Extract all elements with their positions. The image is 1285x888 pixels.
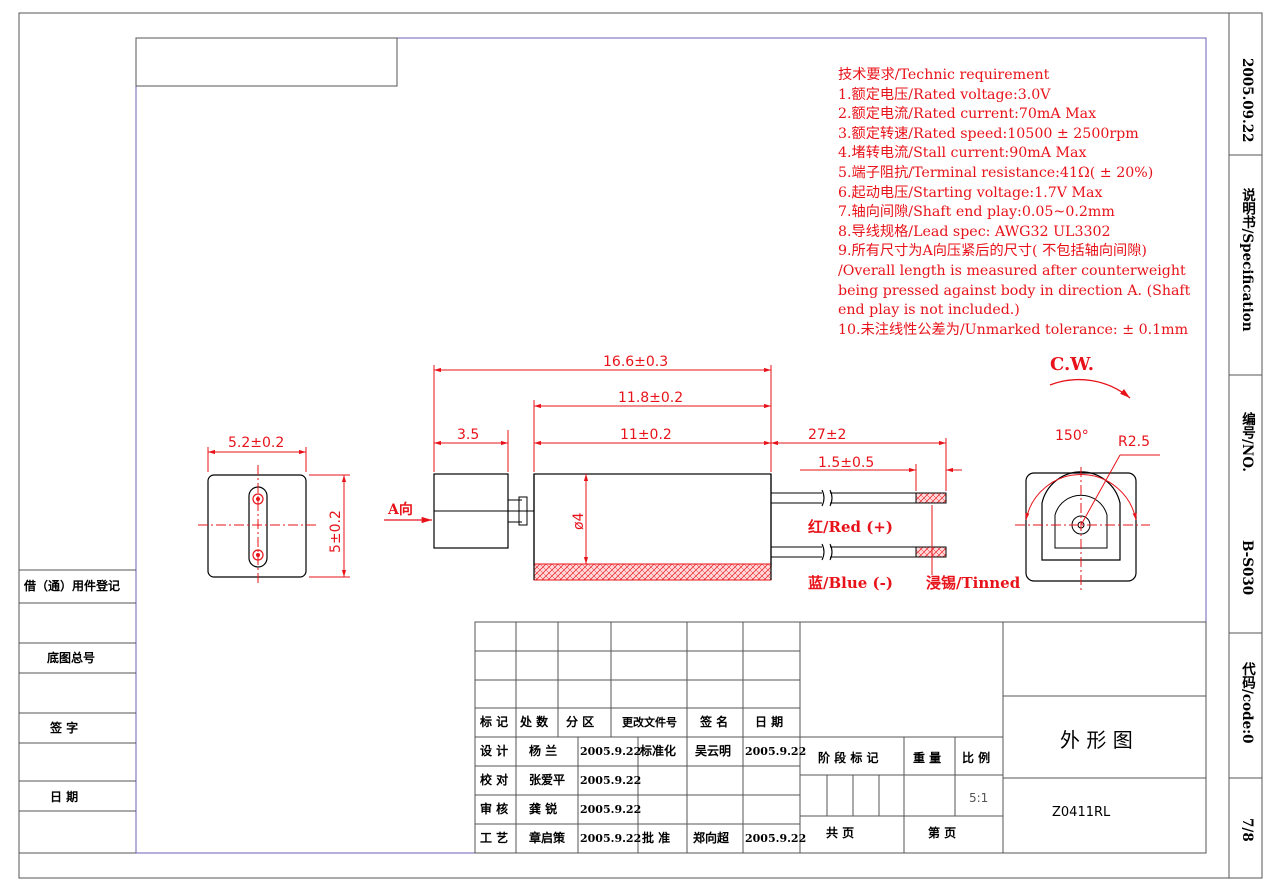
strip-page: 7/8 [1239,818,1255,842]
requirement-item: 8.导线规格/Lead spec: AWG32 UL3302 [838,223,1111,240]
requirement-item: 10.未注线性公差为/Unmarked tolerance: ± 0.1mm [838,321,1189,338]
requirement-item: 4.堵转电流/Stall current:90mA Max [838,145,1087,162]
stage-mark-label: 阶 段 标 记 [818,751,879,765]
drawing-title: 外 形 图 [1060,728,1133,752]
requirement-item: 1.额定电压/Rated voltage:3.0V [838,86,1051,103]
row-date: 2005.9.22 [580,803,642,816]
dim-diameter: ø4 [571,512,587,530]
title-block-grid [474,621,1207,854]
direction-a-label: A向 [388,502,413,518]
requirement-item: 7.轴向间隙/Shaft end play:0.05~0.2mm [838,204,1115,221]
requirement-item: end play is not included.) [838,302,1020,319]
row-name: 龚 锐 [529,802,558,816]
row-date: 2005.9.22 [580,774,642,787]
scale-value: 5:1 [969,791,989,805]
row-name2: 吴云明 [695,744,732,758]
row-role2: 标准化 [640,744,677,758]
row-role: 审 核 [480,802,509,816]
dim-body-length-overall: 11.8±0.2 [618,390,683,406]
borrow-register-label: 借（通）用件登记 [24,579,121,593]
row-name: 章启策 [529,831,566,845]
row-name: 杨 兰 [529,744,558,758]
header-mark: 标 记 [480,715,509,729]
requirement-item: /Overall length is measured after counte… [838,262,1186,279]
dim-strip-length: 1.5±0.5 [818,455,874,471]
header-date: 日 期 [755,715,784,729]
row-role: 设 计 [480,744,509,758]
part-number: Z0411RL [1052,805,1111,820]
strip-date: 2005.09.22 [1239,58,1255,143]
scale-label: 比 例 [962,751,991,765]
row-name: 张爱平 [529,773,566,787]
signature-label: 签 字 [50,721,79,735]
total-pages-label: 共 页 [826,826,855,840]
dim-weight-length: 3.5 [457,427,479,443]
strip-number-prefix: 编号/NO. [1239,412,1255,472]
top-left-box [135,37,398,87]
dim-front-width: 5.2±0.2 [228,435,284,451]
base-number-label: 底图总号 [47,651,96,665]
end-view [1015,378,1160,590]
blue-lead-label: 蓝/Blue (-) [808,574,893,592]
requirement-item: being pressed against body in direction … [838,282,1191,299]
dim-radius: R2.5 [1118,434,1150,450]
outer-frame [18,12,1263,879]
row-name2: 郑向超 [693,831,730,845]
dim-angle: 150° [1055,428,1089,444]
front-view [198,447,350,585]
requirement-item: 5.端子阻抗/Terminal resistance:41Ω( ± 20%) [838,164,1154,181]
header-signature: 签 名 [700,715,729,729]
left-register-table [19,569,136,854]
requirement-item: 3.额定转速/Rated speed:10500 ± 2500rpm [838,125,1139,142]
dim-overall-length: 16.6±0.3 [603,354,668,370]
date-label: 日 期 [50,790,79,804]
row-date: 2005.9.22 [580,745,642,758]
strip-doc-type: 说明书/Specification [1239,188,1255,332]
requirement-item: 2.额定电流/Rated current:70mA Max [838,106,1097,123]
header-zone: 分 区 [566,715,595,729]
header-change-doc: 更改文件号 [622,716,677,729]
weight-label: 重 量 [913,751,942,765]
side-view [384,365,962,581]
header-count: 处 数 [520,715,549,729]
row-date2: 2005.9.22 [745,832,807,845]
row-role2: 批 准 [642,831,671,845]
strip-code: 代码/code:0 [1239,662,1255,744]
requirement-item: 9.所有尺寸为A向压紧后的尺寸( 不包括轴向间隙) [838,243,1147,260]
dim-front-height: 5±0.2 [328,510,344,553]
dim-lead-length: 27±2 [808,427,846,443]
requirements-title: 技术要求/Technic requirement [838,67,1050,83]
technical-requirements: 技术要求/Technic requirement 1.额定电压/Rated vo… [838,66,1190,340]
dim-body-length: 11±0.2 [620,427,672,443]
red-lead-label: 红/Red (+) [808,518,893,536]
row-role: 校 对 [480,773,509,787]
row-role: 工 艺 [480,831,509,845]
row-date2: 2005.9.22 [745,745,807,758]
rotation-label: C.W. [1050,354,1094,375]
row-date: 2005.9.22 [580,832,642,845]
strip-number-suffix: B-S030 [1239,540,1255,596]
requirement-item: 6.起动电压/Starting voltage:1.7V Max [838,184,1103,201]
page-number-label: 第 页 [928,826,957,840]
tinned-label: 浸锡/Tinned [926,574,1021,592]
